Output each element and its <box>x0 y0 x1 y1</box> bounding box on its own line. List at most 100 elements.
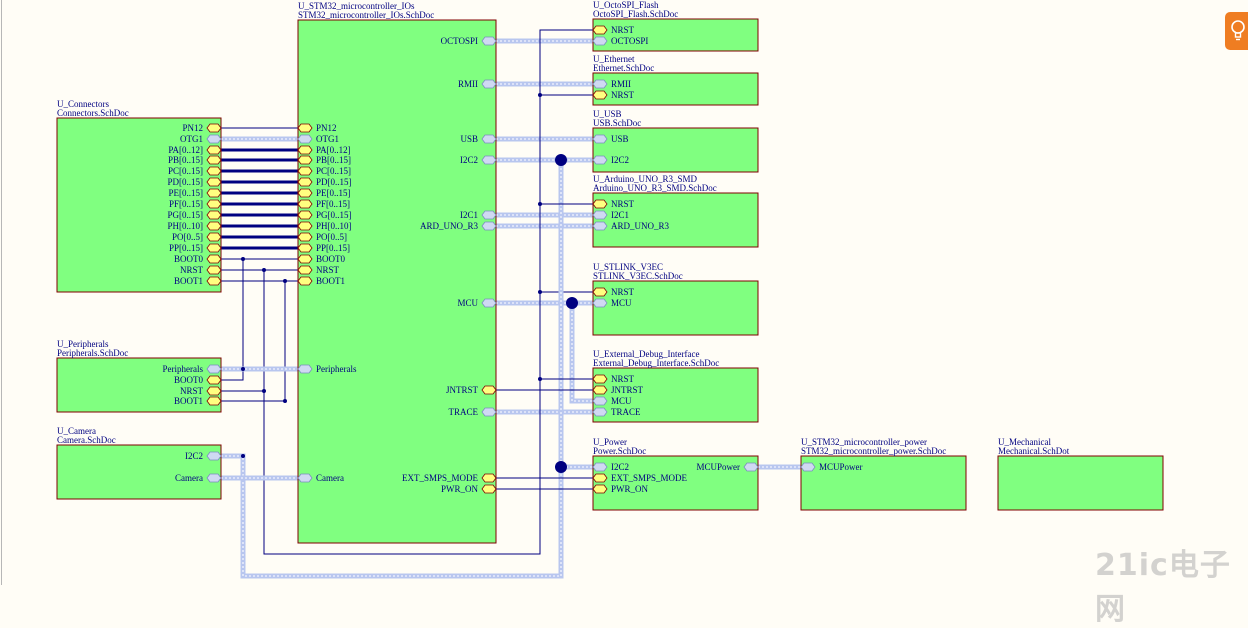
sheet-entry[interactable]: PE[0..15] <box>169 188 222 198</box>
sheet-entry[interactable]: PB[0..15] <box>297 155 351 165</box>
sheet-entry[interactable]: RMII <box>458 79 497 89</box>
sheet-entry[interactable]: PWR_ON <box>441 484 497 494</box>
sheet-body[interactable] <box>592 367 759 423</box>
sheet-entry[interactable]: NRST <box>180 386 222 396</box>
sheet-entry[interactable]: I2C2 <box>185 451 222 461</box>
sheet-entry[interactable]: USB <box>592 134 629 144</box>
sheet-entry[interactable]: TRACE <box>592 407 641 417</box>
lightbulb-icon[interactable] <box>1225 12 1248 50</box>
sheet-entry[interactable]: PP[0..15] <box>297 243 350 253</box>
sheet-body[interactable] <box>592 72 759 106</box>
sheet-entry[interactable]: PG[0..15] <box>297 210 352 220</box>
sheet-entry[interactable]: Peripherals <box>297 364 357 374</box>
sheet-entry[interactable]: PD[0..15] <box>168 177 222 187</box>
port-shape <box>592 484 608 494</box>
sheet-body[interactable] <box>997 455 1164 511</box>
sheet-entry[interactable]: I2C2 <box>460 155 497 165</box>
sheet-entry[interactable]: PP[0..15] <box>169 243 222 253</box>
sheet-body[interactable] <box>592 192 759 248</box>
sheet-entry[interactable]: PD[0..15] <box>297 177 352 187</box>
sheet-entry[interactable]: NRST <box>180 265 222 275</box>
sheet-entry[interactable]: Peripherals <box>163 364 222 374</box>
sheet-entry[interactable]: BOOT1 <box>174 396 222 406</box>
sheet-designator: U_Ethernet <box>593 54 635 64</box>
sheet-entry[interactable]: PA[0..12] <box>168 145 222 155</box>
sheet-entry[interactable]: BOOT0 <box>174 375 222 385</box>
sheet-body[interactable] <box>297 19 497 544</box>
sheet-body[interactable] <box>56 444 222 500</box>
sheet-entry[interactable]: MCUPower <box>800 462 863 472</box>
sheet-entry[interactable]: Camera <box>175 473 222 483</box>
sheet-entry[interactable]: NRST <box>592 287 635 297</box>
sheet-entry[interactable]: NRST <box>592 90 635 100</box>
sheet-body[interactable] <box>592 280 759 336</box>
sheet-symbol-stmp[interactable]: U_STM32_microcontroller_powerSTM32_micro… <box>800 437 967 511</box>
sheet-entry[interactable]: PO[0..5] <box>297 232 347 242</box>
port-shape <box>297 276 313 286</box>
sheet-entry[interactable]: EXT_SMPS_MODE <box>402 473 497 483</box>
sheet-entry[interactable]: BOOT0 <box>174 254 222 264</box>
sheet-body[interactable] <box>592 18 759 52</box>
sheet-entry[interactable]: PH[0..10] <box>297 221 352 231</box>
sheet-body[interactable] <box>592 455 759 511</box>
sheet-entry[interactable]: MCU <box>592 396 632 406</box>
sheet-entry[interactable]: EXT_SMPS_MODE <box>592 473 688 483</box>
sheet-entry[interactable]: PA[0..12] <box>297 145 351 155</box>
sheet-entry[interactable]: JNTRST <box>446 385 497 395</box>
sheet-entry[interactable]: RMII <box>592 79 631 89</box>
sheet-entry[interactable]: NRST <box>592 199 635 209</box>
sheet-entry[interactable]: PC[0..15] <box>297 166 351 176</box>
sheet-entry[interactable]: JNTRST <box>592 385 644 395</box>
sheet-entry[interactable]: PB[0..15] <box>168 155 222 165</box>
sheet-entry[interactable]: NRST <box>297 265 340 275</box>
sheet-body[interactable] <box>56 117 222 293</box>
sheet-entry[interactable]: USB <box>460 134 497 144</box>
sheet-body[interactable] <box>800 455 967 511</box>
sheet-entry[interactable]: PG[0..15] <box>168 210 222 220</box>
sheet-entry[interactable]: PWR_ON <box>592 484 649 494</box>
sheet-entry[interactable]: BOOT1 <box>174 276 222 286</box>
sheet-entry[interactable]: PH[0..10] <box>168 221 222 231</box>
sheet-entry[interactable]: ARD_UNO_R3 <box>592 221 670 231</box>
sheet-symbol-stm[interactable]: U_STM32_microcontroller_IOsSTM32_microco… <box>297 1 497 544</box>
sheet-entry[interactable]: PC[0..15] <box>168 166 222 176</box>
sheet-entry[interactable]: NRST <box>592 374 635 384</box>
sheet-entry[interactable]: PN12 <box>297 123 337 133</box>
sheet-entry[interactable]: MCU <box>457 298 497 308</box>
sheet-body[interactable] <box>592 127 759 173</box>
sheet-entry[interactable]: BOOT1 <box>297 276 345 286</box>
sheet-entry[interactable]: NRST <box>592 25 635 35</box>
sheet-entry[interactable]: OCTOSPI <box>592 36 648 46</box>
sheet-entry[interactable]: PN12 <box>182 123 222 133</box>
sheet-symbol-dbg[interactable]: U_External_Debug_InterfaceExternal_Debug… <box>592 349 759 423</box>
sheet-body[interactable] <box>56 357 222 413</box>
sheet-entry[interactable]: Camera <box>297 473 344 483</box>
sheet-entry[interactable]: PF[0..15] <box>169 199 222 209</box>
sheet-entry[interactable]: I2C1 <box>460 210 497 220</box>
sheet-entry[interactable]: TRACE <box>448 407 497 417</box>
sheet-entry[interactable]: I2C2 <box>592 462 629 472</box>
net-junction <box>241 257 245 261</box>
sheet-entry[interactable]: OCTOSPI <box>441 36 497 46</box>
sheet-symbol-ard[interactable]: U_Arduino_UNO_R3_SMDArduino_UNO_R3_SMD.S… <box>592 174 759 248</box>
sheet-entry[interactable]: OTG1 <box>297 134 339 144</box>
sheet-entry[interactable]: I2C1 <box>592 210 629 220</box>
sheet-entry[interactable]: I2C2 <box>592 155 629 165</box>
sheet-entry[interactable]: BOOT0 <box>297 254 345 264</box>
sheet-entry[interactable]: MCU <box>592 298 632 308</box>
sheet-entry[interactable]: ARD_UNO_R3 <box>420 221 497 231</box>
sheet-entry[interactable]: PE[0..15] <box>297 188 351 198</box>
sheet-entry[interactable]: OTG1 <box>180 134 222 144</box>
sheet-entry[interactable]: PF[0..15] <box>297 199 350 209</box>
sheet-entry[interactable]: PO[0..5] <box>172 232 222 242</box>
sheet-entry[interactable]: MCUPower <box>696 462 759 472</box>
